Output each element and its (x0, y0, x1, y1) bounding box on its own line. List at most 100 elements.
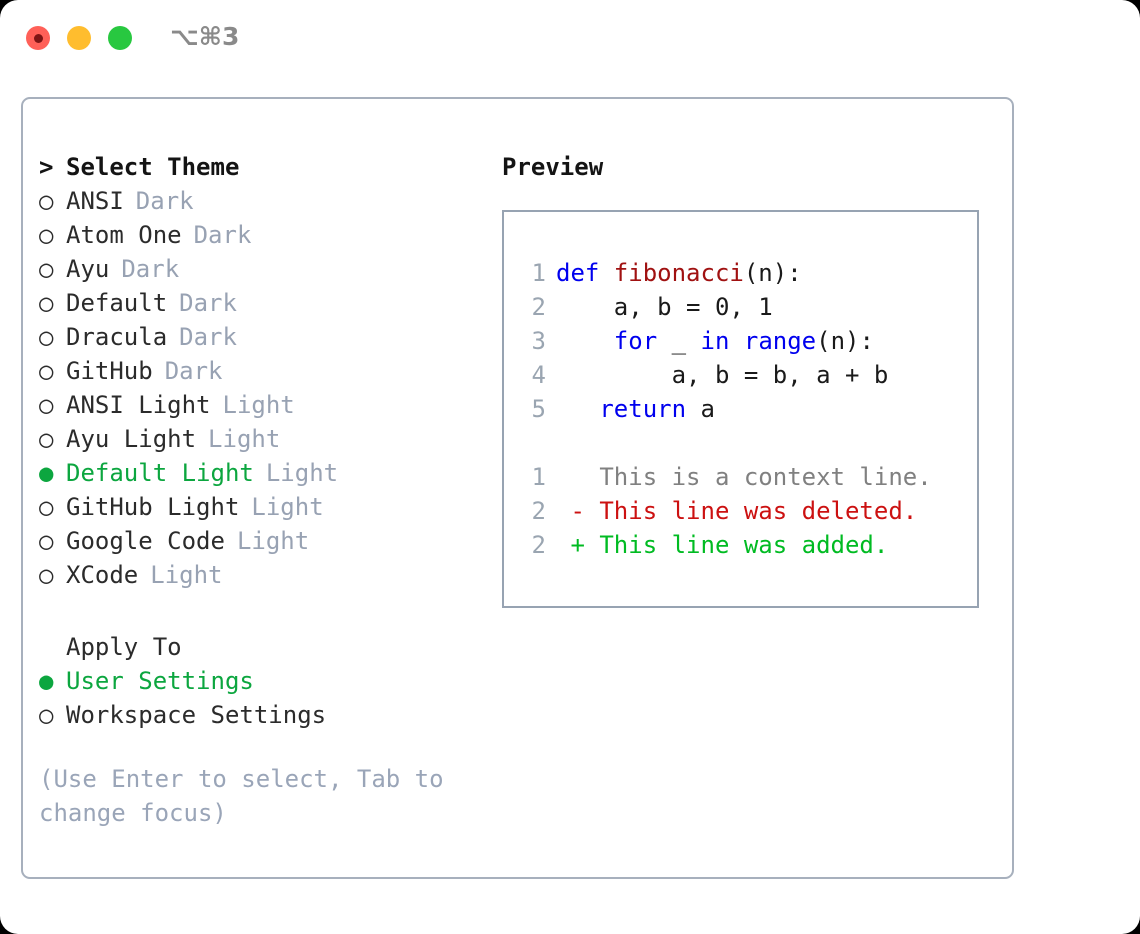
apply-to-item[interactable]: ○ Workspace Settings (39, 698, 479, 732)
line-content: def fibonacci(n): (556, 256, 802, 290)
radio-unselected-icon[interactable]: ○ (39, 527, 54, 555)
minimize-button[interactable] (67, 26, 91, 50)
line-number: 1 (531, 463, 546, 491)
line-content: a, b = 0, 1 (556, 290, 773, 324)
theme-list-item[interactable]: ○ Dracula Dark (39, 320, 479, 354)
line-number: 2 (531, 293, 546, 321)
diff-line: 1 This is a context line. (518, 460, 977, 494)
code-token: return (599, 395, 687, 423)
theme-item-variant-badge: Dark (179, 289, 237, 317)
theme-item-variant-badge: Light (222, 391, 295, 419)
close-button[interactable] (26, 26, 50, 50)
code-token: range (743, 327, 817, 355)
theme-list-item[interactable]: ○ ANSI Light Light (39, 388, 479, 422)
code-token (729, 327, 743, 355)
radio-unselected-icon[interactable]: ○ (39, 289, 54, 317)
code-token: (n): (816, 327, 874, 355)
radio-unselected-icon[interactable]: ○ (39, 701, 54, 729)
theme-item-label: Atom One (66, 221, 182, 249)
code-diff-spacer (518, 426, 977, 460)
radio-unselected-icon[interactable]: ○ (39, 425, 54, 453)
theme-item-variant-badge: Light (265, 459, 339, 487)
keyboard-shortcut-label: ⌥⌘3 (170, 22, 240, 51)
line-number: 4 (531, 361, 546, 389)
radio-unselected-icon[interactable]: ○ (39, 221, 54, 249)
radio-unselected-icon[interactable]: ○ (39, 493, 54, 521)
theme-item-variant-badge: Dark (135, 187, 194, 215)
theme-item-variant-badge: Light (236, 527, 310, 555)
theme-item-label: Default (66, 289, 168, 317)
theme-item-variant-badge: Dark (179, 323, 237, 351)
code-token: for (613, 327, 658, 355)
code-line: 5 return a (518, 392, 977, 426)
code-token: - This line was deleted. (556, 497, 918, 525)
line-content: This is a context line. (556, 460, 932, 494)
maximize-button[interactable] (108, 26, 132, 50)
theme-item-label: Dracula (66, 323, 168, 351)
code-token: def (556, 259, 614, 287)
code-token: a, b = b, a + b (556, 361, 889, 389)
theme-item-label: XCode (66, 561, 139, 589)
select-theme-header: > Select Theme (39, 150, 479, 184)
line-content: a, b = b, a + b (556, 358, 889, 392)
code-token: _ (657, 327, 701, 355)
theme-list-item[interactable]: ○ GitHub Dark (39, 354, 479, 388)
radio-unselected-icon[interactable]: ○ (39, 357, 54, 385)
code-sample: 1 def fibonacci(n): 2 a, b = 0, 1 3 for _ i… (518, 256, 977, 426)
code-line: 3 for _ in range(n): (518, 324, 977, 358)
code-token (556, 395, 599, 423)
theme-item-variant-badge: Dark (164, 357, 223, 385)
line-content: - This line was deleted. (556, 494, 917, 528)
traffic-lights (26, 26, 132, 50)
section-spacer (39, 592, 479, 630)
diff-line: 2 + This line was added. (518, 528, 977, 562)
theme-list-item[interactable]: ○ Default Dark (39, 286, 479, 320)
radio-unselected-icon[interactable]: ○ (39, 255, 54, 283)
code-token: + This line was added. (556, 531, 889, 559)
code-token: This is a context line. (556, 463, 932, 491)
code-token: a, b = 0, 1 (556, 293, 773, 321)
apply-to-header: Apply To (39, 630, 479, 664)
code-token: in (700, 327, 730, 355)
theme-item-label: GitHub (66, 357, 153, 385)
line-content: for _ in range(n): (556, 324, 874, 358)
line-number: 5 (531, 395, 546, 423)
theme-item-variant-badge: Light (251, 493, 324, 521)
radio-unselected-icon[interactable]: ○ (39, 187, 54, 215)
theme-item-variant-badge: Dark (121, 255, 180, 283)
apply-to-title: Apply To (66, 633, 182, 661)
line-content: return a (556, 392, 715, 426)
apply-to-item[interactable]: ● User Settings (39, 664, 479, 698)
radio-unselected-icon[interactable]: ○ (39, 323, 54, 351)
prompt-caret-icon: > (39, 153, 54, 181)
code-token (556, 327, 614, 355)
code-token: (n): (743, 259, 802, 287)
theme-item-variant-badge: Light (150, 561, 223, 589)
preview-box: 1 def fibonacci(n): 2 a, b = 0, 1 3 for _ i… (502, 210, 979, 608)
line-number: 3 (531, 327, 546, 355)
radio-selected-icon[interactable]: ● (39, 459, 54, 487)
code-line: 4 a, b = b, a + b (518, 358, 977, 392)
line-number: 1 (531, 259, 546, 287)
theme-item-label: ANSI Light (66, 391, 211, 419)
title-bar: ⌥⌘3 (0, 0, 1140, 80)
radio-unselected-icon[interactable]: ○ (39, 561, 54, 589)
radio-unselected-icon[interactable]: ○ (39, 391, 54, 419)
theme-list-item[interactable]: ○ XCode Light (39, 558, 479, 592)
theme-item-label: ANSI (66, 187, 124, 215)
theme-list-item[interactable]: ○ ANSI Dark (39, 184, 479, 218)
radio-selected-icon[interactable]: ● (39, 667, 54, 695)
apply-to-item-label: Workspace Settings (66, 701, 327, 729)
theme-item-variant-badge: Light (208, 425, 281, 453)
apply-to-item-label: User Settings (66, 667, 254, 695)
